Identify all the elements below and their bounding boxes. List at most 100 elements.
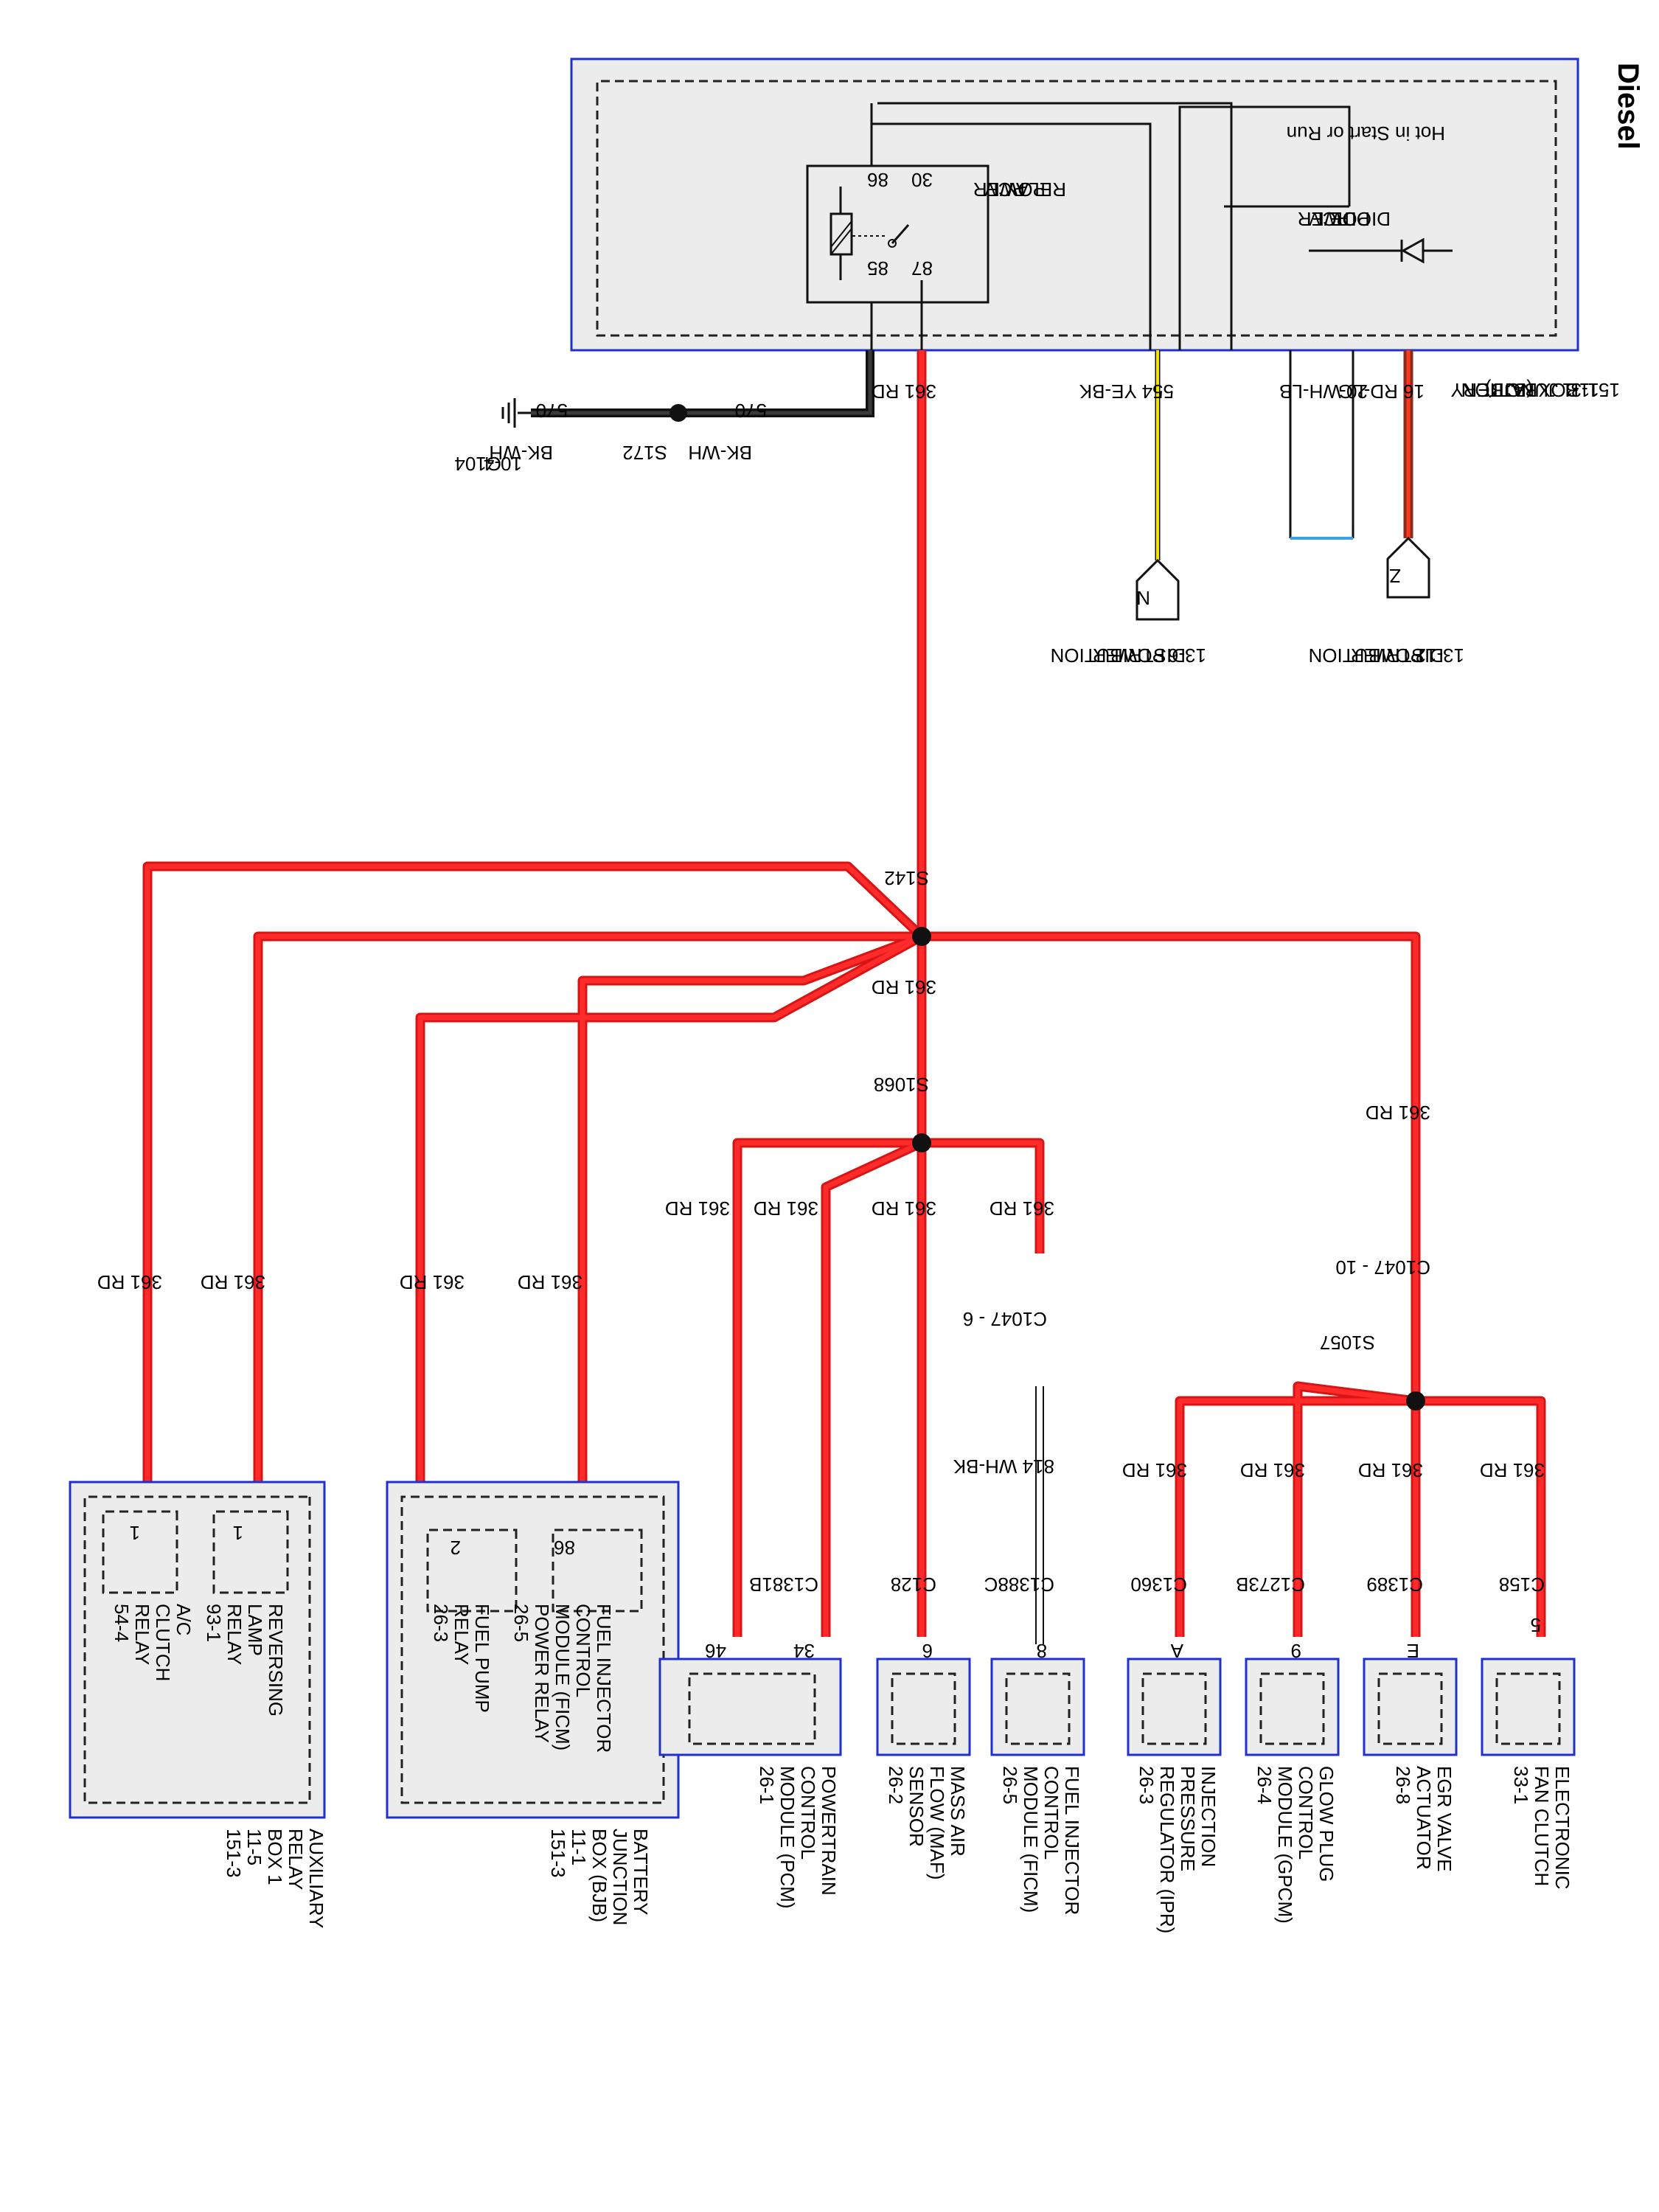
bjb-pin-86: 86 <box>554 1537 575 1559</box>
pcm-power-relay <box>806 164 990 304</box>
bjb-lower-label-5: 151-3 <box>547 1829 569 1878</box>
c1381b-label: C1381B <box>749 1573 818 1596</box>
power-distribution-z-connector <box>1386 536 1430 599</box>
ficm-relay-label-3: MODULE (FICM) <box>552 1604 574 1750</box>
wire-361-label-ac: 361 RD <box>97 1271 162 1293</box>
fuel-pump-label-3: 26-3 <box>430 1604 452 1642</box>
n-letter: N <box>1136 587 1150 609</box>
pin-8: 8 <box>1037 1640 1047 1662</box>
wire-361-label-egr-branch: 361 RD <box>1366 1102 1430 1124</box>
wire-361-label-rev: 361 RD <box>201 1271 265 1293</box>
wire-20-label: 20 WH-LB <box>1279 380 1368 403</box>
pin-5: 5 <box>1531 1614 1541 1636</box>
bjb-lower-label-1: BATTERY <box>630 1829 652 1916</box>
c158-label: C158 <box>1499 1573 1545 1596</box>
c1360-label: C1360 <box>1130 1573 1187 1596</box>
diagram-title: Diesel <box>1612 63 1644 150</box>
aux-box-label-5: 151-3 <box>223 1829 245 1878</box>
maf-label-2: FLOW (MAF) <box>926 1766 948 1880</box>
g104-label-2: 10-4 <box>484 453 522 475</box>
z-letter: Z <box>1389 565 1401 587</box>
maf-label-4: 26-2 <box>885 1766 907 1804</box>
g104-label-1: G104 <box>454 453 501 475</box>
wire-361-label-fp: 361 RD <box>400 1271 465 1293</box>
bjb-top-label-1: BATTERY <box>1450 379 1537 401</box>
ac-label-4: 54-4 <box>111 1604 133 1642</box>
gpcm-label-4: 26-4 <box>1253 1766 1276 1804</box>
ficm-relay-label-1: FUEL INJECTOR <box>593 1604 615 1753</box>
wire-814-label: 814 WH-BK <box>953 1455 1054 1478</box>
wire-361-label-c1047-6: 361 RD <box>990 1197 1054 1220</box>
pcm-label-2: CONTROL <box>797 1766 819 1860</box>
fuel-pump-label-1: FUEL PUMP <box>471 1604 493 1713</box>
wire-361-rd-core <box>145 350 1544 1637</box>
gpcm-label-1: GLOW PLUG <box>1315 1766 1338 1882</box>
ficm-label-4: 26-5 <box>999 1766 1021 1804</box>
w570-bottom-label: 570 <box>536 400 568 422</box>
bjb-lower-label-4: 11-1 <box>568 1829 590 1865</box>
relay-pin-87: 87 <box>911 257 933 279</box>
ficm-relay-label-2: CONTROL <box>572 1604 594 1697</box>
power-distribution-n-connector <box>1135 558 1180 621</box>
module-labels: POWERTRAIN CONTROL MODULE (PCM) 26-1 MAS… <box>111 1604 1573 1933</box>
bjb-top-outline <box>570 58 1579 352</box>
relay-label-2: POWER <box>973 178 1046 201</box>
aux-box-label-3: BOX 1 <box>264 1829 286 1885</box>
bjb-top-label-3: BOX (BJB) <box>1485 379 1579 401</box>
fan-label-2: FAN CLUTCH <box>1531 1766 1553 1886</box>
hot-in-start-or-run-label: Hot in Start or Run <box>1287 122 1445 145</box>
battery-junction-box-top <box>570 58 1579 352</box>
wire-bkwh-label: BK-WH <box>688 442 752 464</box>
maf-label-1: MASS AIR <box>947 1766 969 1857</box>
bjb-top-label-4: 11-1 <box>1562 379 1599 401</box>
c1273b-label: C1273B <box>1236 1573 1305 1596</box>
wire-361-label-pcm46: 361 RD <box>665 1197 730 1220</box>
c1389-label: C1389 <box>1366 1573 1423 1596</box>
wire-361-label-top: 361 RD <box>872 380 936 403</box>
reversing-label-2: LAMP <box>244 1604 266 1656</box>
diode-label-2: POWER <box>1298 208 1370 230</box>
wire-361-label-ipr: 361 RD <box>1122 1459 1187 1481</box>
c1047-6-label: C1047 - 6 <box>963 1308 1047 1330</box>
relay-30-line <box>901 122 1152 350</box>
aux-pin-1a: 1 <box>233 1522 243 1544</box>
ficm-relay-label-4: POWER RELAY <box>531 1604 553 1743</box>
aux-box-label-1: AUXILIARY <box>305 1829 327 1928</box>
relay-pin-30: 30 <box>911 169 933 191</box>
module-boxes <box>658 1658 1576 1756</box>
n-label-2: DISTRIBUTION <box>1051 644 1186 667</box>
diode-label-3: DIODE <box>1330 208 1391 230</box>
ground-symbol <box>501 398 516 428</box>
wire-361-label-egr: 361 RD <box>1358 1459 1423 1481</box>
pin-e: E <box>1407 1640 1419 1662</box>
auxiliary-relay-box <box>69 1481 326 1819</box>
maf-label-3: SENSOR <box>905 1766 928 1847</box>
ficm-label-2: CONTROL <box>1040 1766 1062 1860</box>
z-label-1: POWER <box>1351 644 1423 667</box>
reversing-label-4: 93-1 <box>203 1604 225 1642</box>
bjb-lower-label-2: JUNCTION <box>609 1829 631 1925</box>
relay-label-3: RELAY <box>1005 178 1066 201</box>
relay-label-1: PCM <box>982 178 1025 201</box>
fan-label-3: 33-1 <box>1510 1766 1532 1804</box>
aux-pin-1b: 1 <box>130 1522 140 1544</box>
gpcm-label-2: CONTROL <box>1295 1766 1317 1860</box>
pcm-label-4: 26-1 <box>756 1766 778 1804</box>
wire-814-wh-bk <box>1035 1386 1044 1644</box>
wire-bkwh-2-label: BK-WH <box>489 442 553 464</box>
wire-361-label-fan: 361 RD <box>1480 1459 1545 1481</box>
n-label-1: POWER <box>1093 644 1165 667</box>
ipr-label-1: INJECTION <box>1197 1766 1220 1867</box>
battery-junction-box-lower <box>386 1481 680 1819</box>
reversing-label-3: RELAY <box>223 1604 246 1665</box>
reversing-label-1: REVERSING <box>265 1604 287 1717</box>
pcm-label-1: POWERTRAIN <box>818 1766 840 1896</box>
bjb-lower-label-3: BOX (BJB) <box>588 1829 611 1922</box>
splice-s1057-dot <box>1406 1391 1425 1411</box>
ac-label-2: CLUTCH <box>152 1604 174 1681</box>
wire-361-label-gpcm: 361 RD <box>1240 1459 1305 1481</box>
wire-570-bk-wh <box>678 350 874 417</box>
ficm-label-1: FUEL INJECTOR <box>1061 1766 1083 1915</box>
diode-label-1: PCM <box>1307 208 1349 230</box>
